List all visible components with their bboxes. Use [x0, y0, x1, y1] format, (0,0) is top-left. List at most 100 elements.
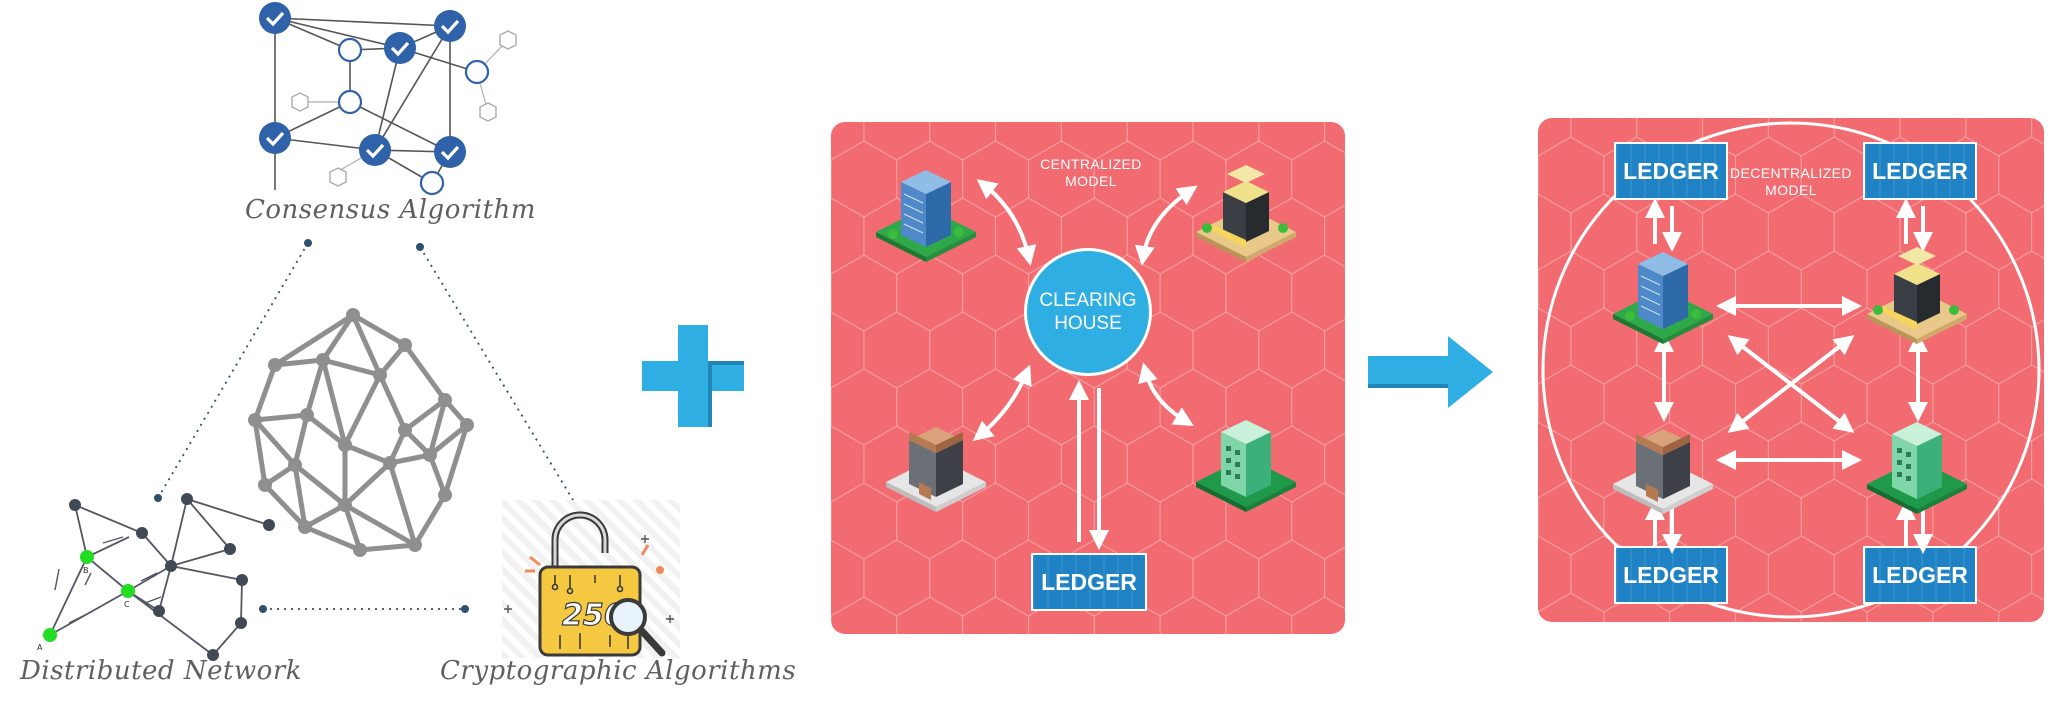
hex-cell	[831, 140, 898, 218]
polyhedron-edge	[252, 364, 278, 421]
hex-cell	[1538, 364, 1605, 442]
shop-building-icon	[1867, 247, 1967, 344]
polyhedron-edge	[351, 312, 407, 348]
polyhedron-vertex	[300, 408, 314, 422]
polyhedron-vertex	[288, 458, 302, 472]
polyhedron-edge	[273, 312, 355, 368]
green-apartment-icon	[1196, 420, 1296, 512]
check-node-icon	[259, 122, 291, 154]
centralized-model-label: CENTRALIZED MODEL	[1040, 156, 1142, 189]
decentralized-model-panel: DECENTRALIZED MODEL LEDGER LEDGER LEDGER…	[1538, 118, 2044, 622]
ledger-top-right: LEDGER	[1863, 142, 1977, 200]
office-tower-icon	[875, 169, 977, 263]
hex-cell	[1998, 364, 2044, 442]
polyhedron-vertex	[338, 498, 352, 512]
polyhedron-vertex	[408, 538, 422, 552]
polyhedron-edge	[342, 504, 363, 551]
hex-cell	[1324, 546, 1345, 610]
polyhedron-edge	[263, 483, 307, 529]
polyhedron-edge	[292, 464, 308, 528]
hex-cell	[2031, 118, 2044, 145]
hex-cell	[1767, 193, 1835, 271]
hex-cell	[1932, 364, 2000, 442]
hex-cell	[1538, 535, 1572, 613]
hex-cell	[1570, 193, 1638, 271]
hex-cell	[1800, 478, 1868, 556]
hex-cell	[1324, 122, 1345, 154]
hex-cell	[1060, 425, 1128, 503]
ledger-top-left: LEDGER	[1614, 142, 1728, 200]
polyhedron-edge	[350, 313, 383, 377]
hex-cell	[1734, 592, 1802, 622]
polyhedron-edge	[274, 357, 324, 368]
hex-cell	[1159, 482, 1227, 560]
hex-cell	[2031, 205, 2044, 259]
polyhedron-vertex	[423, 448, 437, 462]
polyhedron-vertex	[398, 423, 412, 437]
node-a-label: A	[37, 643, 43, 652]
hex-cell	[896, 368, 964, 446]
polyhedron-edge	[303, 502, 347, 530]
crypto-caption: Cryptographic Algorithms	[440, 656, 797, 686]
polyhedron-vertex	[398, 338, 412, 352]
transition-arrow-icon	[1368, 336, 1493, 408]
hex-cell	[1998, 250, 2044, 328]
polyhedron-edge	[359, 542, 416, 553]
hex-cell	[1538, 193, 1572, 271]
hex-cell	[1060, 122, 1128, 161]
decentralized-arrows	[1645, 198, 1933, 554]
hex-cell	[1258, 539, 1326, 617]
polyhedron-vertex	[258, 478, 272, 492]
polyhedron-vertex	[383, 456, 397, 470]
hex-cell	[2031, 433, 2044, 487]
hex-cell	[1538, 421, 1572, 499]
hex-cell	[1899, 118, 1967, 157]
network-ring	[1541, 121, 2041, 619]
hex-cell	[863, 539, 931, 617]
polyhedron-vertex	[338, 438, 352, 452]
hex-cell	[1701, 193, 1769, 271]
polyhedron-edge	[343, 461, 392, 507]
polyhedron-edge	[344, 442, 391, 466]
hex-cell	[1192, 122, 1260, 161]
hex-cell	[1570, 307, 1638, 385]
hex-cell	[1800, 592, 1868, 622]
hex-cell	[831, 596, 898, 634]
polyhedron-edge	[403, 398, 447, 432]
hex-cell	[896, 140, 964, 218]
check-node-icon	[359, 134, 391, 166]
check-node-icon	[259, 2, 291, 34]
hex-cell	[1258, 311, 1326, 389]
hex-cell	[962, 596, 1030, 634]
polyhedron-vertex	[438, 488, 452, 502]
polyhedron-edge	[304, 524, 361, 553]
polyhedron-vertex	[268, 358, 282, 372]
hex-cell	[831, 482, 898, 560]
green-apartment-icon	[1867, 422, 1967, 514]
polyhedron-edge	[402, 343, 448, 402]
hex-cell	[831, 539, 865, 617]
hex-cell	[1258, 122, 1326, 161]
hex-cell	[1603, 364, 1671, 442]
ledger-bottom-left: LEDGER	[1614, 546, 1728, 604]
ledger-bottom-right: LEDGER	[1863, 546, 1977, 604]
hex-cell	[1866, 364, 1934, 442]
hex-cell	[2031, 547, 2044, 601]
polyhedron-vertex	[298, 520, 312, 534]
hex-cell	[1291, 140, 1345, 218]
hex-cell	[1126, 122, 1194, 161]
polyhedron-vertex	[353, 543, 367, 557]
hex-cell	[1998, 136, 2044, 214]
polyhedron-edge	[253, 418, 297, 467]
node-c-icon	[121, 584, 135, 598]
polyhedron-vertex	[373, 368, 387, 382]
hex-cell	[1965, 118, 2033, 157]
hex-cell	[1998, 478, 2044, 556]
hex-cell	[1324, 204, 1345, 268]
hex-cell	[1538, 118, 1572, 157]
hex-cell	[1767, 118, 1835, 157]
polyhedron-vertex	[460, 418, 474, 432]
polyhedron-edge	[304, 359, 326, 416]
hex-cell	[1538, 592, 1605, 622]
consensus-graph	[259, 2, 517, 196]
